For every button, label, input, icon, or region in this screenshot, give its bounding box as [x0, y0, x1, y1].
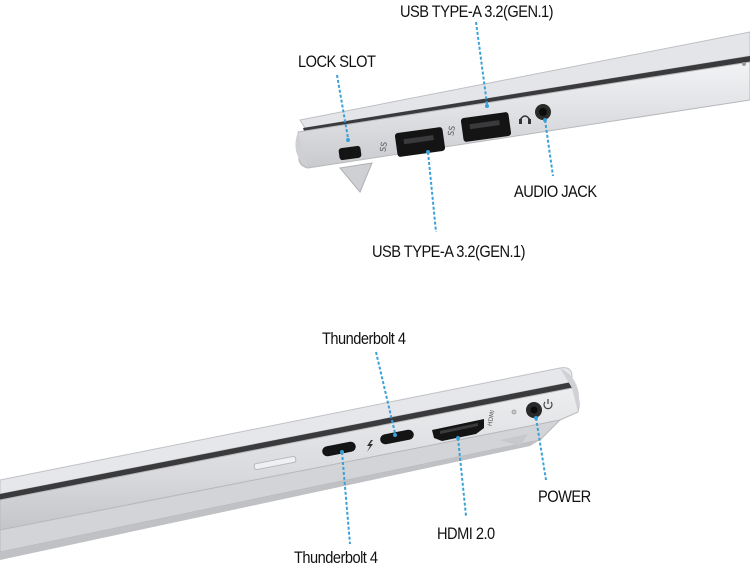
- callout-dot-usb-top: [485, 104, 489, 108]
- callout-dot-thunderbolt-top: [393, 433, 397, 437]
- callout-line-hdmi: [457, 437, 467, 517]
- label-audio-jack: AUDIO JACK: [514, 182, 597, 201]
- headphone-icon: [519, 115, 531, 124]
- svg-text:SS: SS: [378, 141, 389, 153]
- svg-text:HDMI: HDMI: [487, 409, 497, 426]
- callout-line-power: [535, 417, 547, 481]
- callout-dot-thunderbolt-bottom: [340, 450, 344, 454]
- callout-line-lock-slot: [336, 74, 349, 139]
- callout-dot-lock-slot: [346, 138, 350, 142]
- callout-dot-audio-jack: [543, 118, 547, 122]
- callout-line-usb-top: [475, 21, 488, 105]
- callout-dot-power: [534, 416, 538, 420]
- power-icon: [543, 399, 553, 410]
- callout-dot-usb-bottom: [426, 150, 430, 154]
- svg-text:SS: SS: [446, 125, 457, 137]
- label-power: POWER: [538, 487, 591, 506]
- status-led: [511, 409, 517, 415]
- label-usb-type-a-top: USB TYPE-A 3.2(GEN.1): [400, 2, 554, 21]
- thunderbolt-port-1: [322, 441, 356, 457]
- label-thunderbolt-top: Thunderbolt 4: [322, 329, 406, 348]
- usb-port-2: SS: [446, 112, 512, 142]
- lock-slot-port: [338, 145, 362, 161]
- usb-port-1: SS: [378, 127, 446, 157]
- label-hdmi: HDMI 2.0: [437, 524, 495, 543]
- power-port: [526, 402, 542, 418]
- thunderbolt-icon: [367, 440, 373, 452]
- thunderbolt-port-2: [380, 429, 414, 445]
- callout-line-audio-jack: [544, 119, 554, 177]
- audio-jack-port: [535, 104, 551, 120]
- led-indicator-strip: [253, 455, 297, 471]
- label-thunderbolt-bottom: Thunderbolt 4: [294, 548, 378, 567]
- label-lock-slot: LOCK SLOT: [298, 52, 376, 71]
- hdmi-port: HDMI: [432, 409, 496, 441]
- callout-dot-hdmi: [456, 436, 460, 440]
- callout-line-thunderbolt-top: [375, 351, 396, 434]
- label-usb-type-a-bottom: USB TYPE-A 3.2(GEN.1): [372, 242, 526, 261]
- callout-line-thunderbolt-bottom: [341, 451, 351, 545]
- callout-line-usb-bottom: [427, 151, 437, 233]
